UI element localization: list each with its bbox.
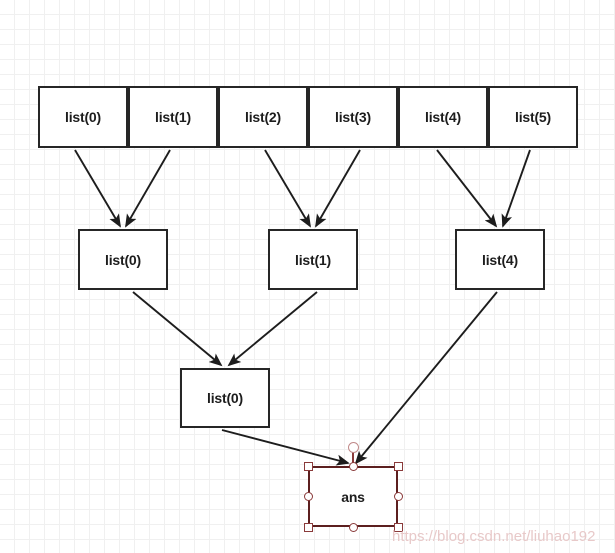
resize-handle-bottom-center[interactable] (348, 522, 358, 532)
rotate-handle[interactable] (347, 441, 359, 453)
resize-handle-middle-right[interactable] (393, 491, 403, 501)
node-merge1-4[interactable]: list(4) (455, 229, 545, 290)
resize-handle-top-right[interactable] (393, 461, 403, 471)
resize-handle-bottom-left[interactable] (303, 522, 313, 532)
node-merge1-1[interactable]: list(1) (268, 229, 358, 290)
resize-handle-top-center[interactable] (348, 461, 358, 471)
rotation-handle-stem (352, 447, 354, 466)
node-leaf-0[interactable]: list(0) (38, 86, 128, 148)
resize-handle-bottom-right[interactable] (393, 522, 403, 532)
resize-handle-middle-left[interactable] (303, 491, 313, 501)
node-merge2-0[interactable]: list(0) (180, 368, 270, 428)
resize-handle-top-left[interactable] (303, 461, 313, 471)
